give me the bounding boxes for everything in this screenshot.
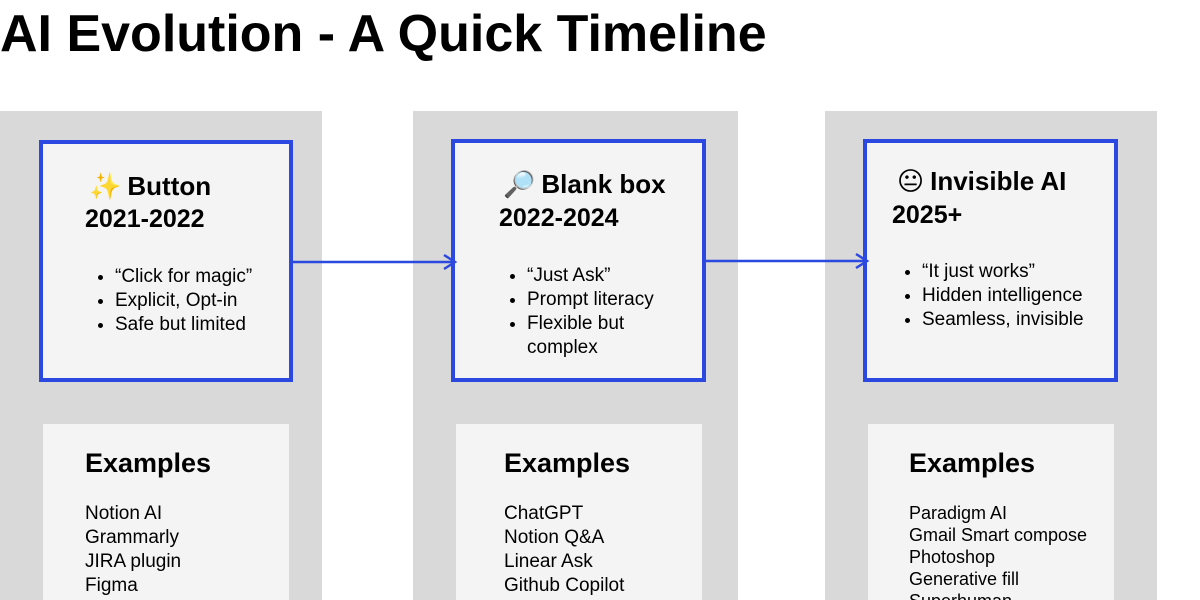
stage-name: Button <box>127 171 212 201</box>
examples-heading: Examples <box>504 448 631 478</box>
example-item: Superhuman <box>909 590 1087 600</box>
stage-card-button: ✨Button 2021-2022 “Click for magic” Expl… <box>39 140 293 382</box>
bullet-item: Safe but limited <box>115 313 315 337</box>
stage-heading: 😐Invisible AI <box>897 165 1066 197</box>
example-item: Notion Q&A <box>504 527 605 548</box>
examples-heading: Examples <box>909 448 1036 478</box>
stage-years: 2025+ <box>892 201 963 229</box>
examples-heading: Examples <box>85 448 212 478</box>
stage-name: Invisible AI <box>930 166 1067 196</box>
bullet-item: “Click for magic” <box>115 265 315 289</box>
sparkles-icon: ✨ <box>89 171 122 201</box>
stage-card-blank-box: 🔎Blank box 2022-2024 “Just Ask” Prompt l… <box>451 139 706 382</box>
magnifying-glass-icon: 🔎 <box>503 169 536 199</box>
example-item: JIRA plugin <box>85 551 182 572</box>
stage-heading: 🔎Blank box <box>503 168 666 200</box>
stage-bullets: “Click for magic” Explicit, Opt-in Safe … <box>85 265 315 337</box>
stage-bullets: “It just works” Hidden intelligence Seam… <box>892 260 1137 332</box>
neutral-face-icon: 😐 <box>897 166 925 196</box>
examples-box-button: Examples Notion AI Grammarly JIRA plugin… <box>43 424 289 600</box>
example-item: Paradigm AI <box>909 503 1008 523</box>
bullet-item: “It just works” <box>922 260 1137 284</box>
example-item: Grammarly <box>85 527 179 548</box>
bullet-item: Hidden intelligence <box>922 284 1137 308</box>
bullet-item: “Just Ask” <box>527 264 697 288</box>
example-item: Figma <box>85 575 138 596</box>
examples-list: Paradigm AI Gmail Smart compose Photosho… <box>909 502 1087 600</box>
page-title: AI Evolution - A Quick Timeline <box>0 5 767 63</box>
stage-bullets: “Just Ask” Prompt literacy Flexible but … <box>497 264 697 360</box>
example-item: ChatGPT <box>504 503 584 524</box>
examples-list: Notion AI Grammarly JIRA plugin Figma <box>85 502 181 598</box>
example-item: Github Copilot <box>504 575 625 596</box>
example-item: Notion AI <box>85 503 163 524</box>
example-item: Gmail Smart compose <box>909 525 1088 545</box>
stage-heading: ✨Button <box>89 170 211 202</box>
bullet-item: Flexible but complex <box>527 312 697 360</box>
example-item: Generative fill <box>909 569 1020 589</box>
examples-box-blank-box: Examples ChatGPT Notion Q&A Linear Ask G… <box>456 424 702 600</box>
bullet-item: Prompt literacy <box>527 288 697 312</box>
stage-years: 2022-2024 <box>499 204 619 232</box>
stage-card-invisible-ai: 😐Invisible AI 2025+ “It just works” Hidd… <box>863 139 1118 382</box>
bullet-item: Seamless, invisible <box>922 308 1137 332</box>
stage-years: 2021-2022 <box>85 205 205 233</box>
examples-box-invisible-ai: Examples Paradigm AI Gmail Smart compose… <box>868 424 1114 600</box>
bullet-item: Explicit, Opt-in <box>115 289 315 313</box>
example-item: Linear Ask <box>504 551 593 572</box>
stage-name: Blank box <box>541 169 666 199</box>
examples-list: ChatGPT Notion Q&A Linear Ask Github Cop… <box>504 502 624 598</box>
example-item: Photoshop <box>909 547 996 567</box>
